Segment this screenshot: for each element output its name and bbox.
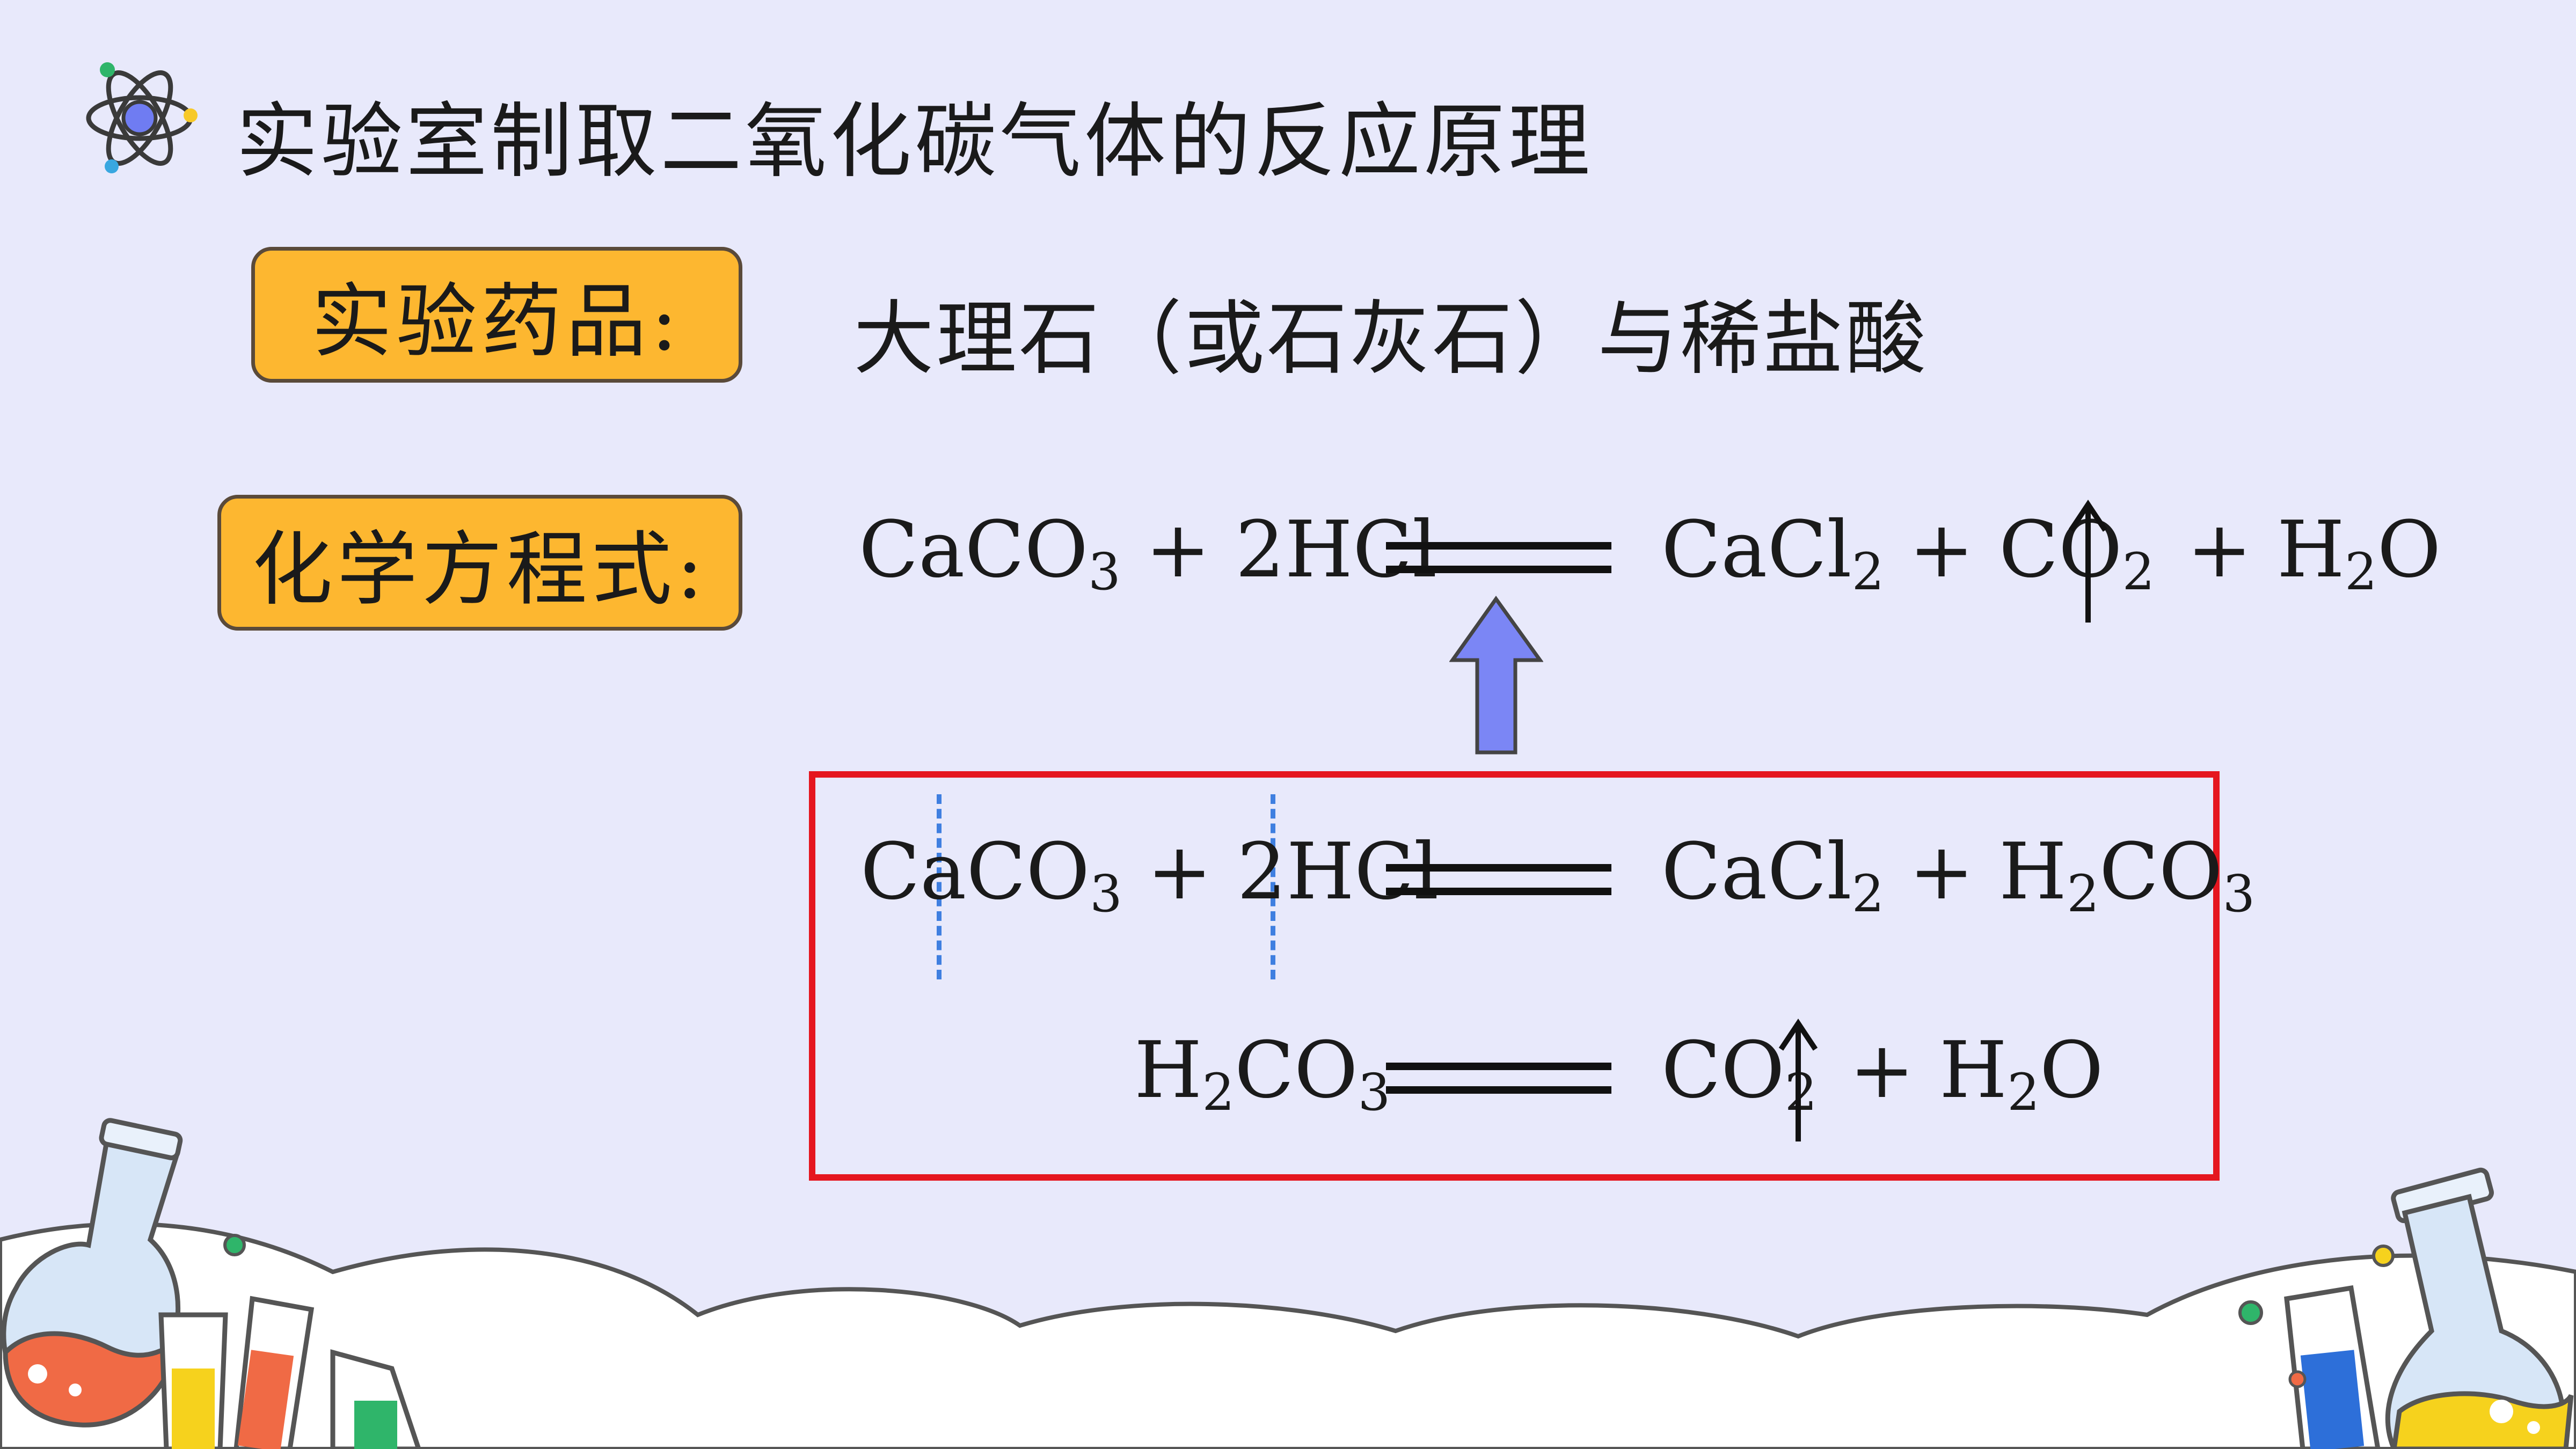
split-line-1 bbox=[937, 794, 942, 979]
step2-right: CO2+ H2O bbox=[1661, 1025, 2104, 1122]
reagents-value: 大理石（或石灰石）与稀盐酸 bbox=[853, 292, 1929, 386]
atom-icon bbox=[86, 62, 198, 173]
page-title: 实验室制取二氧化碳气体的反应原理 bbox=[236, 94, 1593, 189]
decomposition-box bbox=[809, 771, 2220, 1181]
split-line-2 bbox=[1271, 794, 1275, 979]
gas-arrow-icon bbox=[2068, 499, 2108, 623]
main-eq-equals bbox=[1386, 542, 1611, 573]
gas-arrow-icon bbox=[1778, 1018, 1818, 1141]
step2-left: H2CO3 bbox=[1134, 1025, 1391, 1122]
main-eq-left: CaCO3 + 2HCl bbox=[859, 504, 1437, 602]
step2-equals bbox=[1386, 1063, 1611, 1094]
step1-right: CaCl2 + H2CO3 bbox=[1661, 826, 2256, 924]
left-glassware-decoration bbox=[1, 1118, 421, 1449]
step1-equals bbox=[1386, 864, 1611, 895]
equation-label: 化学方程式: bbox=[217, 495, 742, 631]
main-eq-right: CaCl2 + CO2+ H2O bbox=[1661, 504, 2441, 602]
up-arrow-icon bbox=[1449, 596, 1543, 755]
snow-hills-decoration bbox=[0, 1221, 2576, 1449]
reagents-label: 实验药品: bbox=[251, 247, 742, 383]
right-glassware-decoration bbox=[2238, 1167, 2574, 1449]
step1-left: CaCO3 + 2HCl bbox=[860, 826, 1439, 924]
